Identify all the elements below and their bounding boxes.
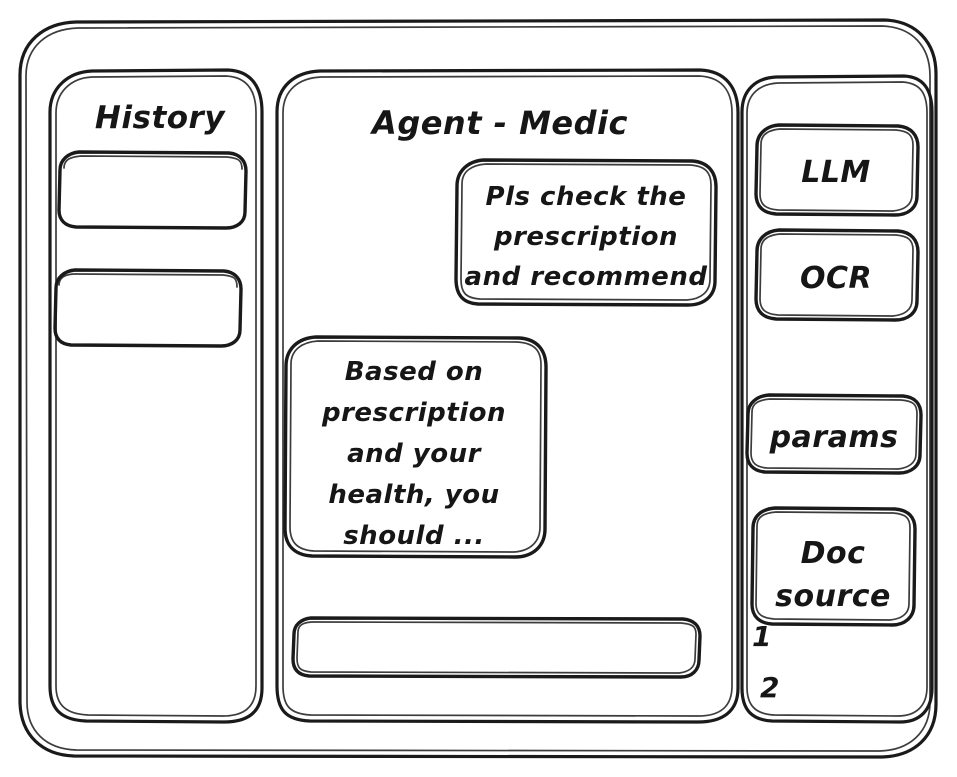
message-input[interactable] — [291, 616, 702, 679]
main-panel-title: Agent - Medic — [369, 104, 628, 142]
tool-button-params-label: params — [769, 420, 899, 455]
tool-button-ocr[interactable]: OCR — [754, 228, 920, 322]
message-bubble-assistant-line-1: prescription — [321, 398, 506, 428]
message-bubble-user-line-0: Pls check the — [486, 182, 687, 212]
tool-button-params[interactable]: params — [745, 393, 923, 475]
history-item-0[interactable] — [57, 150, 248, 230]
message-bubble-user-line-1: prescription — [493, 222, 678, 252]
message-bubble-assistant-line-0: Based on — [345, 357, 484, 387]
doc-source-entry-0[interactable]: 1 — [752, 620, 772, 653]
doc-source-line-0: Doc — [801, 536, 866, 571]
tools-panel — [740, 74, 934, 724]
doc-source-card[interactable]: Doc source — [750, 506, 917, 627]
message-bubble-user[interactable]: Pls check the prescription and recommend — [454, 158, 718, 307]
message-bubble-assistant[interactable]: Based on prescription and your health, y… — [283, 335, 548, 559]
history-panel-title: History — [95, 100, 226, 136]
tool-button-llm[interactable]: LLM — [754, 123, 920, 217]
message-bubble-user-line-2: and recommend — [465, 262, 708, 292]
tool-button-llm-label: LLM — [801, 155, 871, 190]
message-bubble-assistant-line-3: health, you — [328, 480, 499, 510]
history-item-1[interactable] — [53, 268, 243, 348]
history-panel — [48, 68, 264, 724]
message-bubble-assistant-line-4: should ... — [343, 521, 485, 551]
doc-source-line-1: source — [775, 579, 891, 614]
tool-button-ocr-label: OCR — [800, 261, 872, 296]
main-panel — [275, 68, 740, 724]
doc-source-entry-1[interactable]: 2 — [760, 671, 780, 704]
message-bubble-assistant-line-2: and your — [347, 439, 483, 469]
